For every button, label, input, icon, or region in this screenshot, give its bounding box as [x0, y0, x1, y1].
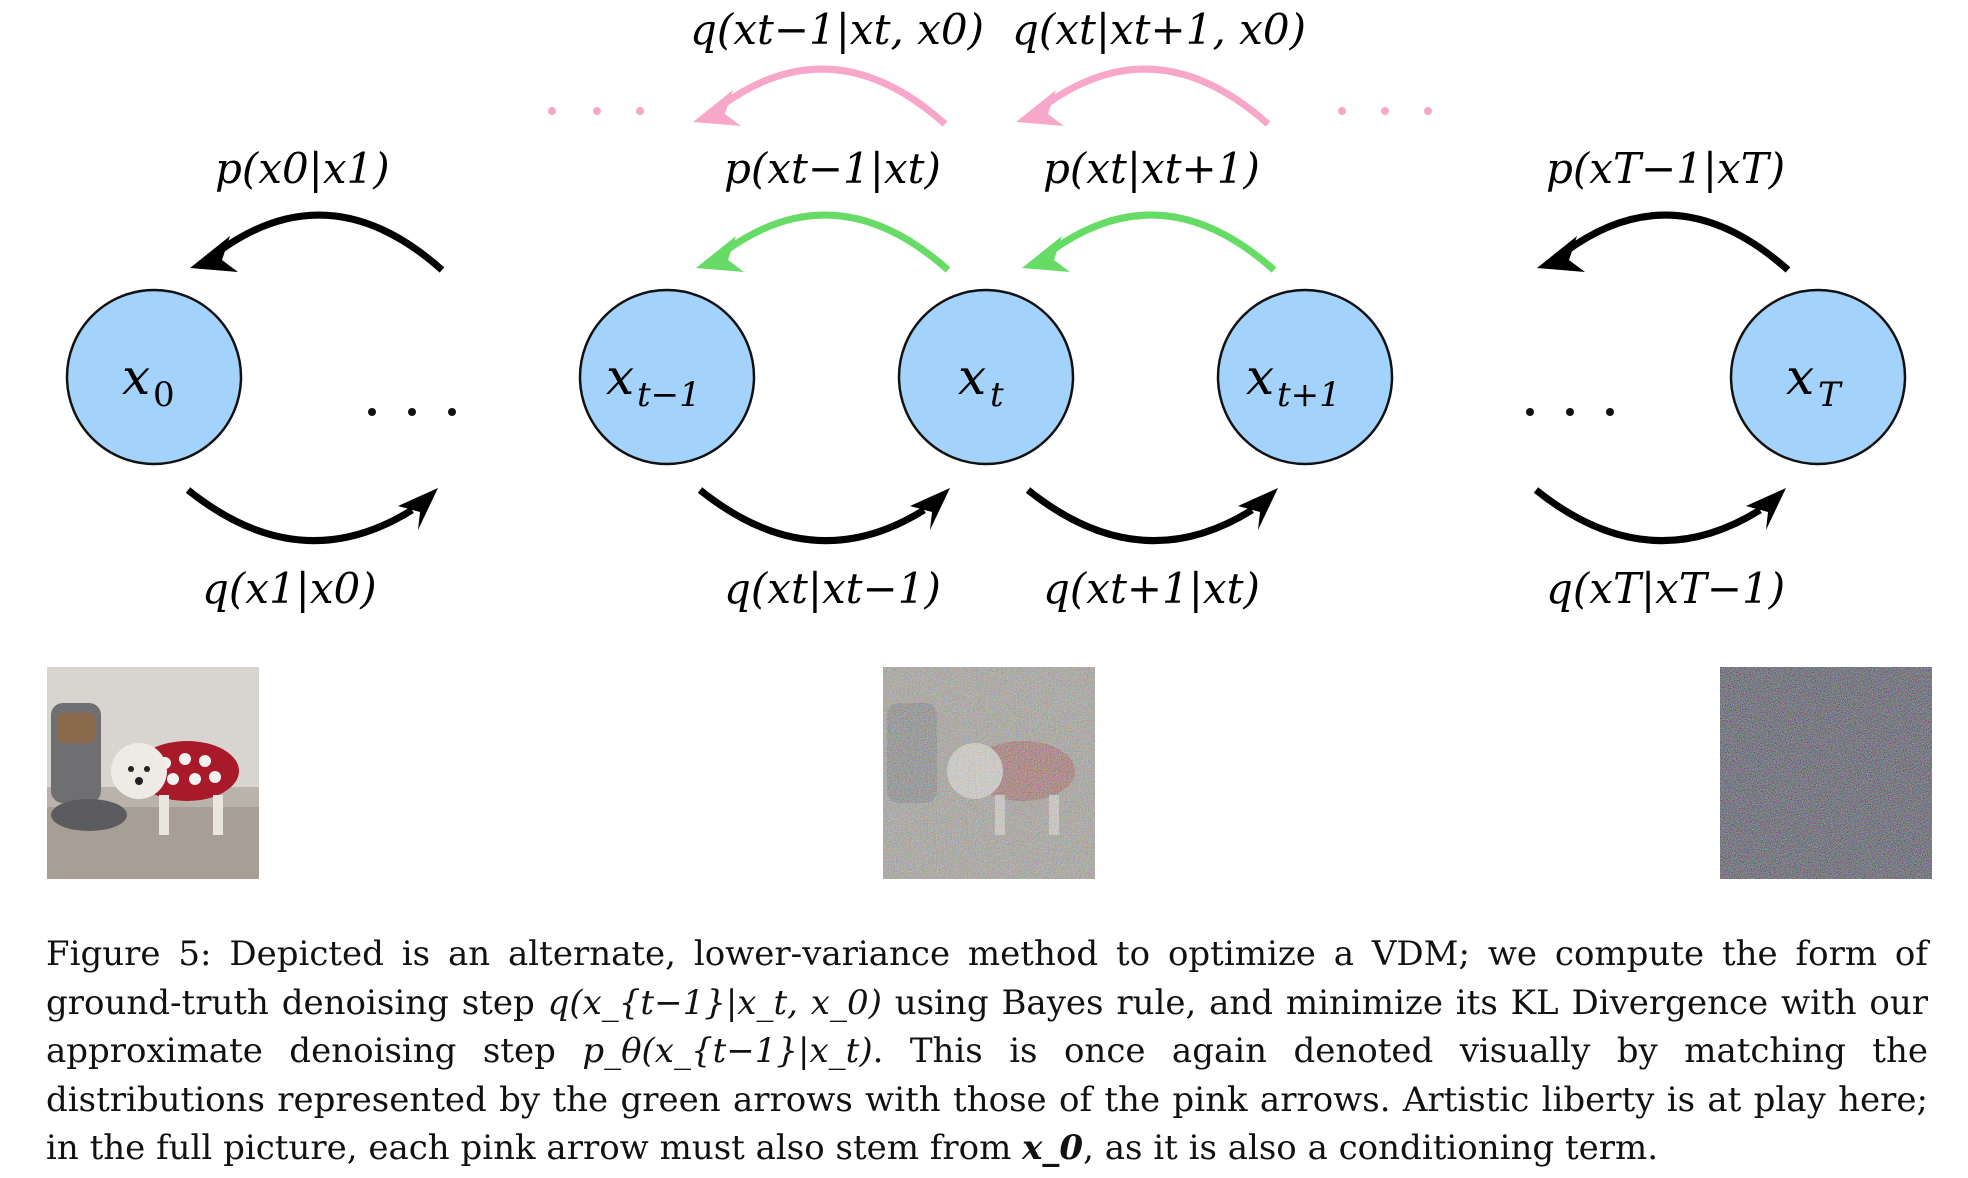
label-p-xt-1-xt: p(xt−1|xt): [724, 144, 941, 193]
caption-prefix: Figure 5:: [46, 934, 212, 974]
caption-expr-p: p_θ(x_{t−1}|x_t): [582, 1031, 873, 1071]
caption-expr-x0: x_0: [1022, 1128, 1084, 1168]
arrow-q-pink-2: [1016, 65, 1271, 127]
arrow-p-green-2: [1022, 211, 1277, 273]
node-xT: x T: [1729, 288, 1907, 466]
arrow-p-x0: [190, 211, 445, 273]
arrow-p-xT: [1537, 211, 1791, 273]
pink-ellipsis-left: [548, 107, 644, 115]
caption-expr-q: q(x_{t−1}|x_t, x_0): [547, 982, 882, 1023]
label-q-xT-xT-1: q(xT|xT−1): [1546, 564, 1785, 613]
label-p-xT-1-xT: p(xT−1|xT): [1546, 144, 1785, 193]
label-p-xt-xt+1: p(xt|xt+1): [1043, 144, 1260, 193]
node-xt-1: x t−1: [578, 288, 756, 466]
svg-text:x: x: [958, 348, 986, 406]
figure-caption: Figure 5: Depicted is an alternate, lowe…: [46, 930, 1928, 1173]
arrow-q-xt+1: [1025, 487, 1278, 545]
pure-noise: [1720, 667, 1932, 879]
label-q-xt-1-xt-x0: q(xt−1|xt, x0): [690, 5, 984, 54]
svg-text:t: t: [990, 375, 1004, 415]
arrow-q-pink-1: [693, 65, 948, 127]
label-q-xt-xt+1-x0: q(xt|xt+1, x0): [1012, 5, 1306, 54]
arrow-q-xT: [1533, 487, 1786, 545]
svg-text:T: T: [1818, 375, 1843, 415]
arrow-q-x1: [185, 487, 438, 545]
node-x0: x 0: [65, 288, 243, 466]
label-q-xt+1-xt: q(xt+1|xt): [1043, 564, 1260, 613]
arrow-q-xt: [697, 487, 950, 545]
svg-text:0: 0: [153, 375, 175, 415]
caption-part4: , as it is also a conditioning term.: [1083, 1128, 1659, 1168]
noisy-dog-photo: [883, 667, 1095, 879]
ellipsis-right: [1526, 408, 1614, 416]
node-xt: x t: [897, 288, 1075, 466]
svg-text:t+1: t+1: [1277, 375, 1341, 415]
ellipsis-left: [368, 408, 456, 416]
label-q-x1-x0: q(x1|x0): [202, 564, 377, 613]
label-p-x0-x1: p(x0|x1): [215, 144, 390, 193]
node-xt+1: x t+1: [1216, 288, 1394, 466]
svg-text:x: x: [1246, 348, 1274, 406]
caption-part3: . This is once again denoted visually by…: [46, 1031, 1928, 1168]
diffusion-diagram: x 0 x t−1 x t x t+1 x T: [65, 5, 1907, 613]
svg-text:x: x: [122, 348, 150, 406]
caption-part1: Depicted is an alternate, lower-variance…: [46, 934, 1928, 1023]
clean-dog-photo: [47, 667, 259, 879]
arrow-p-green-1: [696, 211, 951, 273]
svg-text:x: x: [606, 348, 634, 406]
pink-ellipsis-right: [1338, 107, 1432, 115]
label-q-xt-xt-1: q(xt|xt−1): [724, 564, 941, 613]
svg-text:x: x: [1786, 348, 1814, 406]
caption-part2: using Bayes rule, and minimize its KL Di…: [46, 982, 1928, 1072]
svg-text:t−1: t−1: [637, 375, 701, 415]
